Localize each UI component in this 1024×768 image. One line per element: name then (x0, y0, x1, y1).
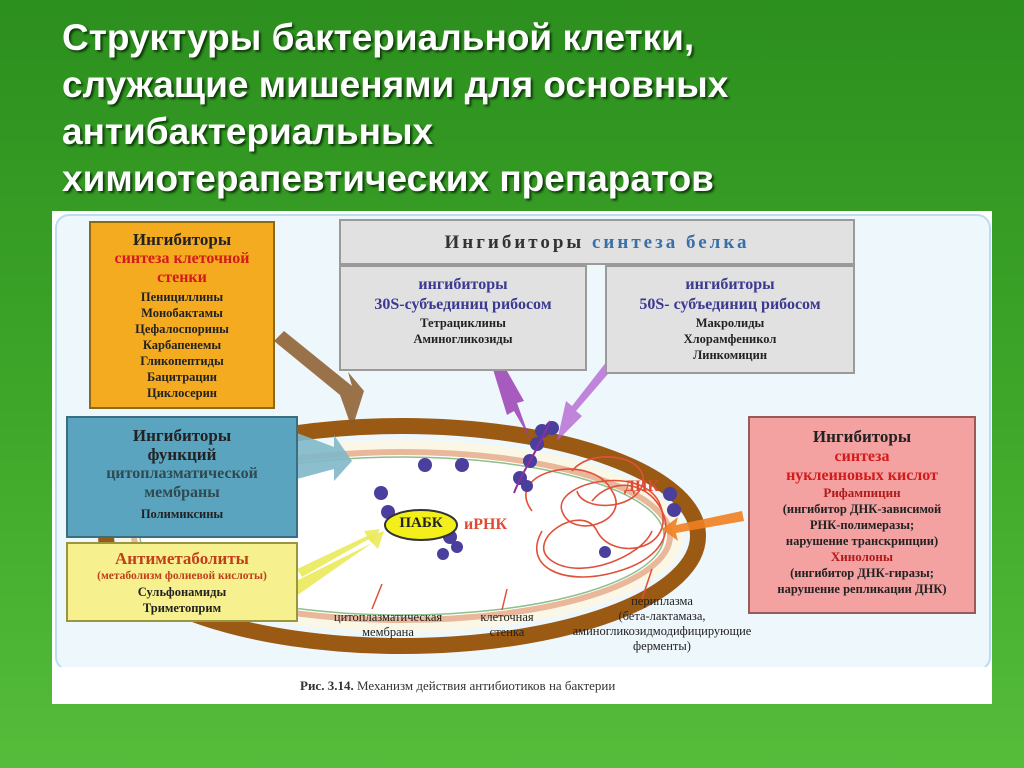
membrane-label-2: мембрана (362, 625, 414, 639)
figure-caption: Рис. 3.14. Механизм действия антибиотико… (300, 678, 615, 694)
title-line-1: Структуры бактериальной клетки, (62, 17, 695, 58)
membrane-inhibitors-box: Ингибиторы функций цитоплазматической ме… (66, 416, 298, 538)
drug-item: Полимиксины (140, 507, 224, 521)
drug-item: Макролиды (695, 316, 765, 330)
nucleic-subtitle-1: синтеза (834, 448, 890, 465)
antibiotic-mechanism-figure: Ингибиторы синтеза клеточной стенки Пени… (52, 211, 992, 704)
periplasm-pointer-label: периплазма (бета-лактамаза, аминогликози… (562, 594, 762, 654)
membrane-subtitle-1: цитоплазматической (106, 465, 258, 482)
dna-tangle (525, 456, 667, 578)
nucleic-acid-inhibitors-box: Ингибиторы синтеза нуклеиновых кислот Ри… (748, 416, 976, 614)
nucleic-acid-arrow (662, 511, 744, 541)
pabk-ellipse (384, 509, 458, 541)
s50-title: ингибиторы (685, 276, 775, 293)
protein-header-part1: Ингибиторы (444, 232, 585, 253)
slide-title: Структуры бактериальной клетки, служащие… (62, 14, 962, 202)
drug-item: Сульфонамиды (137, 585, 227, 599)
s50-subtitle: 50S- субъединиц рибосом (639, 296, 821, 313)
quin-desc-1: (ингибитор ДНК-гиразы; (790, 566, 934, 580)
wall-label-1: клеточная (480, 610, 534, 624)
membrane-pointer-label: цитоплазматическая мембрана (308, 610, 468, 640)
wall-arrow (274, 331, 364, 429)
caption-prefix: Рис. 3.14. (300, 678, 354, 693)
drug-item: Карбапенемы (142, 338, 222, 352)
membrane-title-1: Ингибиторы (132, 426, 232, 445)
membrane-label-1: цитоплазматическая (333, 610, 443, 624)
antimetabolites-subtitle: (метаболизм фолиевой кислоты) (97, 570, 267, 582)
rif-desc-2: РНК-полимеразы; (809, 518, 915, 532)
membrane-title-2: функций (147, 445, 217, 464)
drug-item: Бацитрации (146, 370, 218, 384)
periplasm-label-3: аминогликозидмодифицирующие (572, 624, 752, 638)
mrna-label: иРНК (464, 516, 508, 533)
wall-pointer-label: клеточная стенка (467, 610, 547, 640)
ribosome-30s-box: ингибиторы 30S-субъединиц рибосом Тетрац… (339, 265, 587, 371)
cell-wall-box-subtitle-2: стенки (157, 269, 207, 286)
membrane-arrow (297, 433, 352, 481)
ribosome-arrow-50s (557, 361, 614, 441)
title-line-3: антибактериальных (62, 111, 434, 152)
drug-item: Хлорамфеникол (683, 332, 777, 346)
drug-item: Монобактамы (141, 306, 223, 320)
s30-title: ингибиторы (418, 276, 508, 293)
nucleic-subtitle-2: нуклеиновых кислот (786, 467, 938, 484)
cell-wall-inhibitors-box: Ингибиторы синтеза клеточной стенки Пени… (89, 221, 275, 409)
pabk-label: ПАБК (399, 515, 443, 531)
rifampicin-label: Рифампицин (823, 485, 901, 500)
rif-desc-3: нарушение транскрипции) (785, 534, 939, 548)
title-line-2: служащие мишенями для основных (62, 64, 729, 105)
drug-item: Линкомицин (692, 348, 768, 362)
caption-strip (52, 667, 992, 704)
drug-item: Аминогликозиды (413, 332, 513, 346)
s30-subtitle: 30S-субъединиц рибосом (374, 296, 552, 313)
antimetabolites-box: Антиметаболиты (метаболизм фолиевой кисл… (66, 542, 298, 622)
antimetabolite-arrow (284, 531, 384, 599)
drug-item: Циклосерин (147, 386, 217, 400)
antimetabolites-title: Антиметаболиты (115, 549, 249, 568)
drug-item: Тетрациклины (420, 316, 506, 330)
rif-desc-1: (ингибитор ДНК-зависимой (782, 502, 942, 516)
protein-header-part2: синтеза белка (592, 232, 750, 253)
periplasm-label-1: периплазма (631, 594, 693, 608)
cell-wall-box-title: Ингибиторы (132, 230, 232, 249)
periplasm-label-4: ферменты) (633, 639, 691, 653)
periplasm-label-2: (бета-лактамаза, (618, 609, 706, 623)
protein-synthesis-header: Ингибиторы синтеза белка (339, 219, 855, 265)
nucleic-title: Ингибиторы (812, 427, 912, 446)
quin-desc-2: нарушение репликации ДНК) (777, 582, 947, 596)
drug-item: Пенициллины (140, 290, 224, 304)
ribosomes (374, 421, 681, 560)
dna-label: ДНК (624, 478, 660, 495)
drug-item: Цефалоспорины (135, 322, 229, 336)
caption-text: Механизм действия антибиотиков на бактер… (356, 678, 616, 693)
title-line-4: химиотерапевтических препаратов (62, 158, 714, 199)
wall-label-2: стенка (489, 625, 525, 639)
quinolones-label: Хинолоны (830, 549, 894, 564)
mrna-strand (513, 420, 551, 494)
ribosome-50s-box: ингибиторы 50S- субъединиц рибосом Макро… (605, 265, 855, 374)
cell-wall-box-subtitle-1: синтеза клеточной (114, 250, 250, 267)
drug-item: Гликопептиды (140, 354, 224, 368)
membrane-subtitle-2: мембраны (144, 484, 220, 501)
drug-item: Триметоприм (142, 601, 222, 615)
